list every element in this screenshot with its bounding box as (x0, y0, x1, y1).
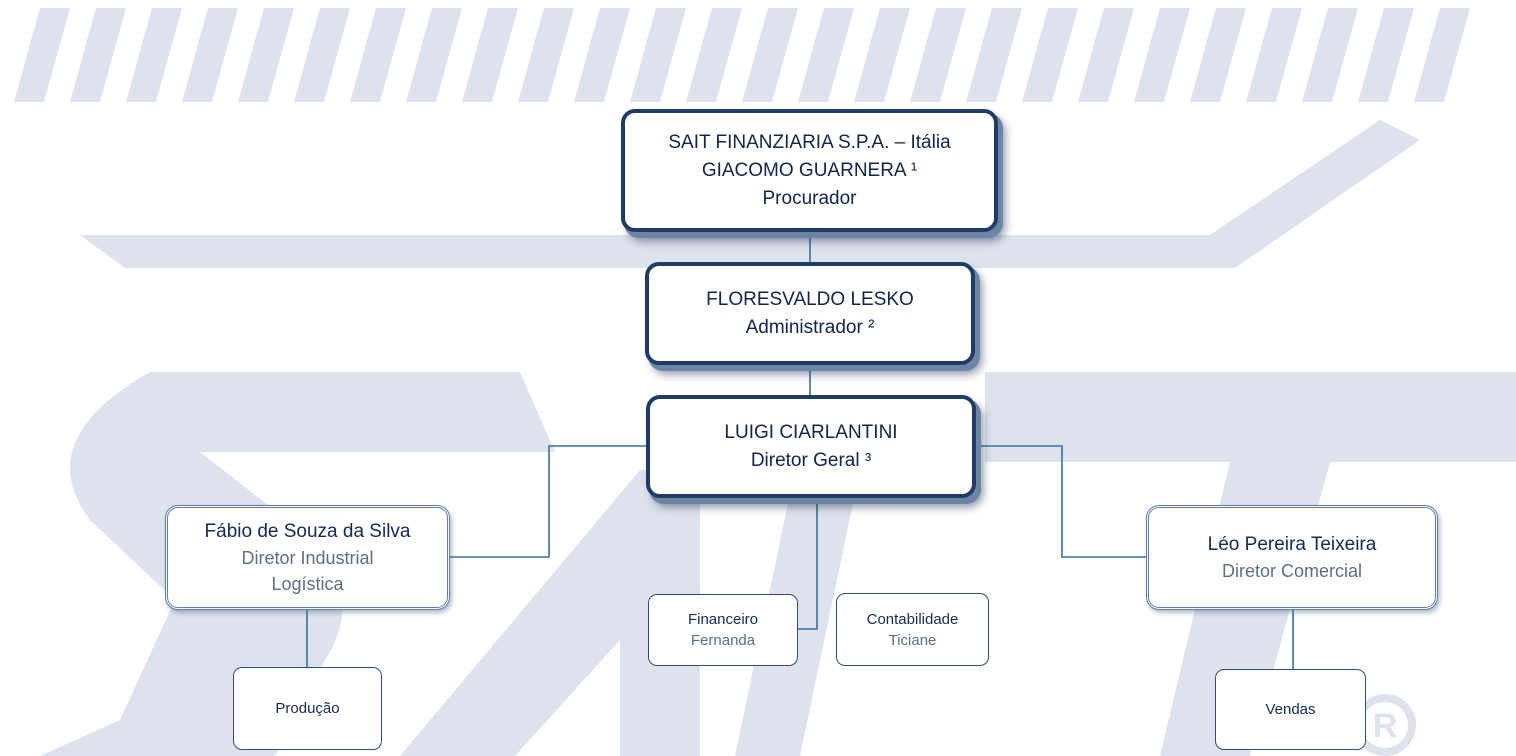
watermark-stripe (406, 8, 462, 102)
org-node-sales: Vendas (1215, 669, 1366, 750)
owner-title: Procurador (762, 187, 857, 209)
watermark-stripe (1302, 8, 1358, 102)
accounting-person: Ticiane (888, 631, 937, 649)
watermark-stripe (182, 8, 238, 102)
connector-director-commercial (976, 445, 1146, 558)
owner-company: SAIT FINANZIARIA S.P.A. – Itália (668, 131, 951, 153)
org-node-finance: Financeiro Fernanda (648, 594, 798, 666)
watermark-stripe (910, 8, 966, 102)
watermark-stripe (1414, 8, 1470, 102)
owner-representative: GIACOMO GUARNERA ¹ (701, 159, 918, 181)
watermark-stripe (1358, 8, 1414, 102)
watermark-stripe (630, 8, 686, 102)
director-role: Diretor Geral ³ (750, 449, 872, 471)
watermark-large-band (80, 120, 1420, 268)
watermark-stripe (1246, 8, 1302, 102)
watermark-stripe (238, 8, 294, 102)
connector-director-departments (797, 500, 818, 630)
industrial-area: Logística (271, 573, 344, 594)
watermark-stripe (14, 8, 70, 102)
svg-text:R: R (1373, 707, 1398, 745)
watermark-stripe (798, 8, 854, 102)
watermark-stripe (126, 8, 182, 102)
sales-dept: Vendas (1265, 701, 1316, 718)
finance-person: Fernanda (690, 632, 756, 649)
production-dept: Produção (275, 700, 340, 717)
watermark-stripe (518, 8, 574, 102)
org-node-commercial-director: Léo Pereira Teixeira Diretor Comercial (1146, 505, 1438, 610)
industrial-role: Diretor Industrial (241, 547, 374, 568)
org-node-production: Produção (233, 667, 382, 750)
commercial-name: Léo Pereira Teixeira (1207, 533, 1377, 555)
admin-role: Administrador ² (745, 316, 875, 338)
watermark-stripe (1190, 8, 1246, 102)
connector-director-industrial (450, 445, 646, 558)
org-node-accounting: Contabilidade Ticiane (836, 593, 989, 666)
org-node-industrial-director: Fábio de Souza da Silva Diretor Industri… (165, 505, 450, 610)
org-node-general-director: LUIGI CIARLANTINI Diretor Geral ³ (646, 395, 976, 498)
industrial-name: Fábio de Souza da Silva (204, 520, 411, 542)
watermark-stripe (854, 8, 910, 102)
admin-name: FLORESVALDO LESKO (706, 288, 914, 310)
org-node-owner: SAIT FINANZIARIA S.P.A. – Itália GIACOMO… (621, 109, 998, 232)
watermark-stripe (294, 8, 350, 102)
watermark-stripe (350, 8, 406, 102)
watermark-letter-a (400, 470, 700, 756)
finance-dept: Financeiro (687, 611, 759, 628)
watermark-stripe (742, 8, 798, 102)
commercial-role: Diretor Comercial (1221, 560, 1363, 581)
watermark-stripe (966, 8, 1022, 102)
org-node-admin: FLORESVALDO LESKO Administrador ² (645, 262, 975, 365)
watermark-stripe (686, 8, 742, 102)
watermark-stripe (70, 8, 126, 102)
watermark-stripe (574, 8, 630, 102)
accounting-dept: Contabilidade (866, 610, 959, 628)
watermark-stripe (1134, 8, 1190, 102)
watermark-stripe (462, 8, 518, 102)
watermark-stripe (1078, 8, 1134, 102)
watermark-stripe (1022, 8, 1078, 102)
director-name: LUIGI CIARLANTINI (724, 421, 898, 443)
